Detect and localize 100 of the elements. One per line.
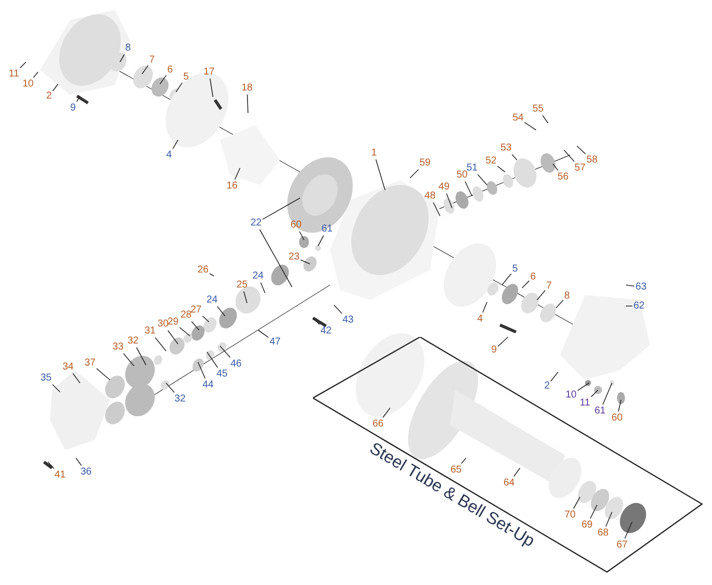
callout-number: 10 bbox=[565, 390, 577, 400]
callout-number: 57 bbox=[574, 162, 586, 174]
leader-line bbox=[76, 458, 82, 466]
leader-line bbox=[20, 62, 26, 68]
callout-number: 50 bbox=[456, 170, 468, 180]
callout-number: 23 bbox=[288, 252, 300, 262]
callout-number: 28 bbox=[180, 310, 192, 320]
callout-number: 8 bbox=[125, 42, 131, 54]
callout-number: 36 bbox=[80, 466, 92, 478]
leader-line bbox=[464, 181, 472, 196]
leader-line bbox=[300, 260, 310, 264]
callout-number: 43 bbox=[342, 314, 354, 326]
leader-line bbox=[48, 462, 54, 469]
callout-number: 7 bbox=[149, 54, 155, 66]
leader-line bbox=[168, 330, 178, 344]
callout-number: 67 bbox=[616, 540, 628, 550]
callout-number: 5 bbox=[183, 72, 189, 82]
leader-line bbox=[318, 235, 324, 246]
leader-line bbox=[243, 291, 248, 304]
callout-number: 24 bbox=[206, 294, 218, 306]
callout-number: 52 bbox=[485, 156, 497, 166]
leader-line bbox=[382, 408, 390, 418]
leader-line bbox=[258, 330, 269, 338]
leader-line bbox=[52, 84, 58, 92]
leader-line bbox=[512, 154, 518, 160]
leader-line bbox=[179, 327, 190, 336]
callout-number: 29 bbox=[167, 316, 179, 328]
callout-number: 46 bbox=[230, 358, 242, 370]
leader-line bbox=[220, 346, 231, 358]
callout-number: 5 bbox=[512, 264, 518, 274]
callout-number: 30 bbox=[157, 318, 169, 330]
callout-number: 58 bbox=[586, 154, 598, 166]
callout-number: 9 bbox=[491, 344, 497, 356]
leader-line bbox=[123, 353, 134, 366]
callout-number: 4 bbox=[166, 150, 172, 160]
leader-line bbox=[497, 336, 508, 347]
callout-number: 2 bbox=[544, 380, 550, 392]
leader-line bbox=[191, 321, 200, 330]
leader-line bbox=[334, 304, 342, 314]
leader-line bbox=[576, 146, 586, 154]
callout-number: 11 bbox=[580, 398, 590, 408]
callout-number: 62 bbox=[633, 300, 645, 312]
leader-line bbox=[542, 115, 548, 124]
leader-line bbox=[142, 64, 149, 74]
leader-line bbox=[524, 122, 536, 130]
leader-line bbox=[564, 150, 575, 162]
callout-number: 64 bbox=[503, 478, 515, 488]
leader-line bbox=[262, 198, 300, 220]
leader-line bbox=[154, 337, 166, 352]
leader-line bbox=[246, 94, 248, 114]
callout-number: 47 bbox=[269, 336, 281, 348]
callout-number: 70 bbox=[564, 510, 576, 520]
callout-number: 51 bbox=[466, 162, 478, 174]
leader-line bbox=[120, 54, 125, 62]
callout-number: 24 bbox=[252, 270, 264, 282]
callout-number: 53 bbox=[500, 142, 512, 154]
callout-number: 49 bbox=[438, 182, 450, 192]
leader-line bbox=[550, 372, 558, 382]
callout-number: 9 bbox=[70, 102, 76, 114]
leader-line bbox=[33, 72, 38, 78]
callout-number: 4 bbox=[477, 314, 483, 324]
leader-line bbox=[216, 306, 226, 316]
leader-line bbox=[446, 193, 452, 208]
leader-line bbox=[552, 164, 558, 171]
callout-number: 60 bbox=[290, 220, 302, 230]
leader-line bbox=[206, 352, 218, 368]
callout-number: 10 bbox=[22, 78, 34, 90]
leader-line bbox=[577, 382, 590, 391]
leader-line bbox=[590, 504, 598, 519]
callout-number: 68 bbox=[597, 528, 609, 538]
callout-number: 35 bbox=[40, 372, 52, 384]
leader-line bbox=[602, 382, 612, 405]
leader-line bbox=[312, 318, 320, 325]
callout-number: 65 bbox=[450, 464, 462, 476]
leader-line bbox=[618, 400, 622, 412]
leader-line bbox=[209, 273, 214, 276]
leader-line bbox=[210, 78, 214, 98]
callout-number: 17 bbox=[203, 66, 215, 78]
callout-number: 63 bbox=[635, 282, 647, 292]
leader-line bbox=[536, 290, 546, 300]
leader-line bbox=[260, 282, 266, 294]
leader-line bbox=[477, 174, 488, 186]
leader-line bbox=[605, 512, 612, 527]
callout-number: 69 bbox=[581, 520, 593, 530]
leader-line bbox=[160, 74, 167, 84]
callout-number: 48 bbox=[424, 190, 436, 202]
callout-number: 27 bbox=[190, 304, 202, 316]
leader-line bbox=[461, 458, 466, 464]
callout-number: 66 bbox=[372, 418, 384, 430]
callout-number: 44 bbox=[202, 380, 214, 390]
callout-number: 32 bbox=[174, 394, 186, 404]
callout-number: 7 bbox=[546, 280, 552, 292]
callout-number: 34 bbox=[62, 362, 74, 372]
callout-number: 45 bbox=[216, 368, 228, 380]
leader-line bbox=[432, 202, 440, 216]
callout-number: 26 bbox=[197, 264, 209, 276]
leader-line bbox=[299, 231, 304, 240]
callout-number: 60 bbox=[611, 412, 623, 424]
callout-number: 59 bbox=[419, 158, 431, 168]
leader-line bbox=[234, 168, 240, 180]
